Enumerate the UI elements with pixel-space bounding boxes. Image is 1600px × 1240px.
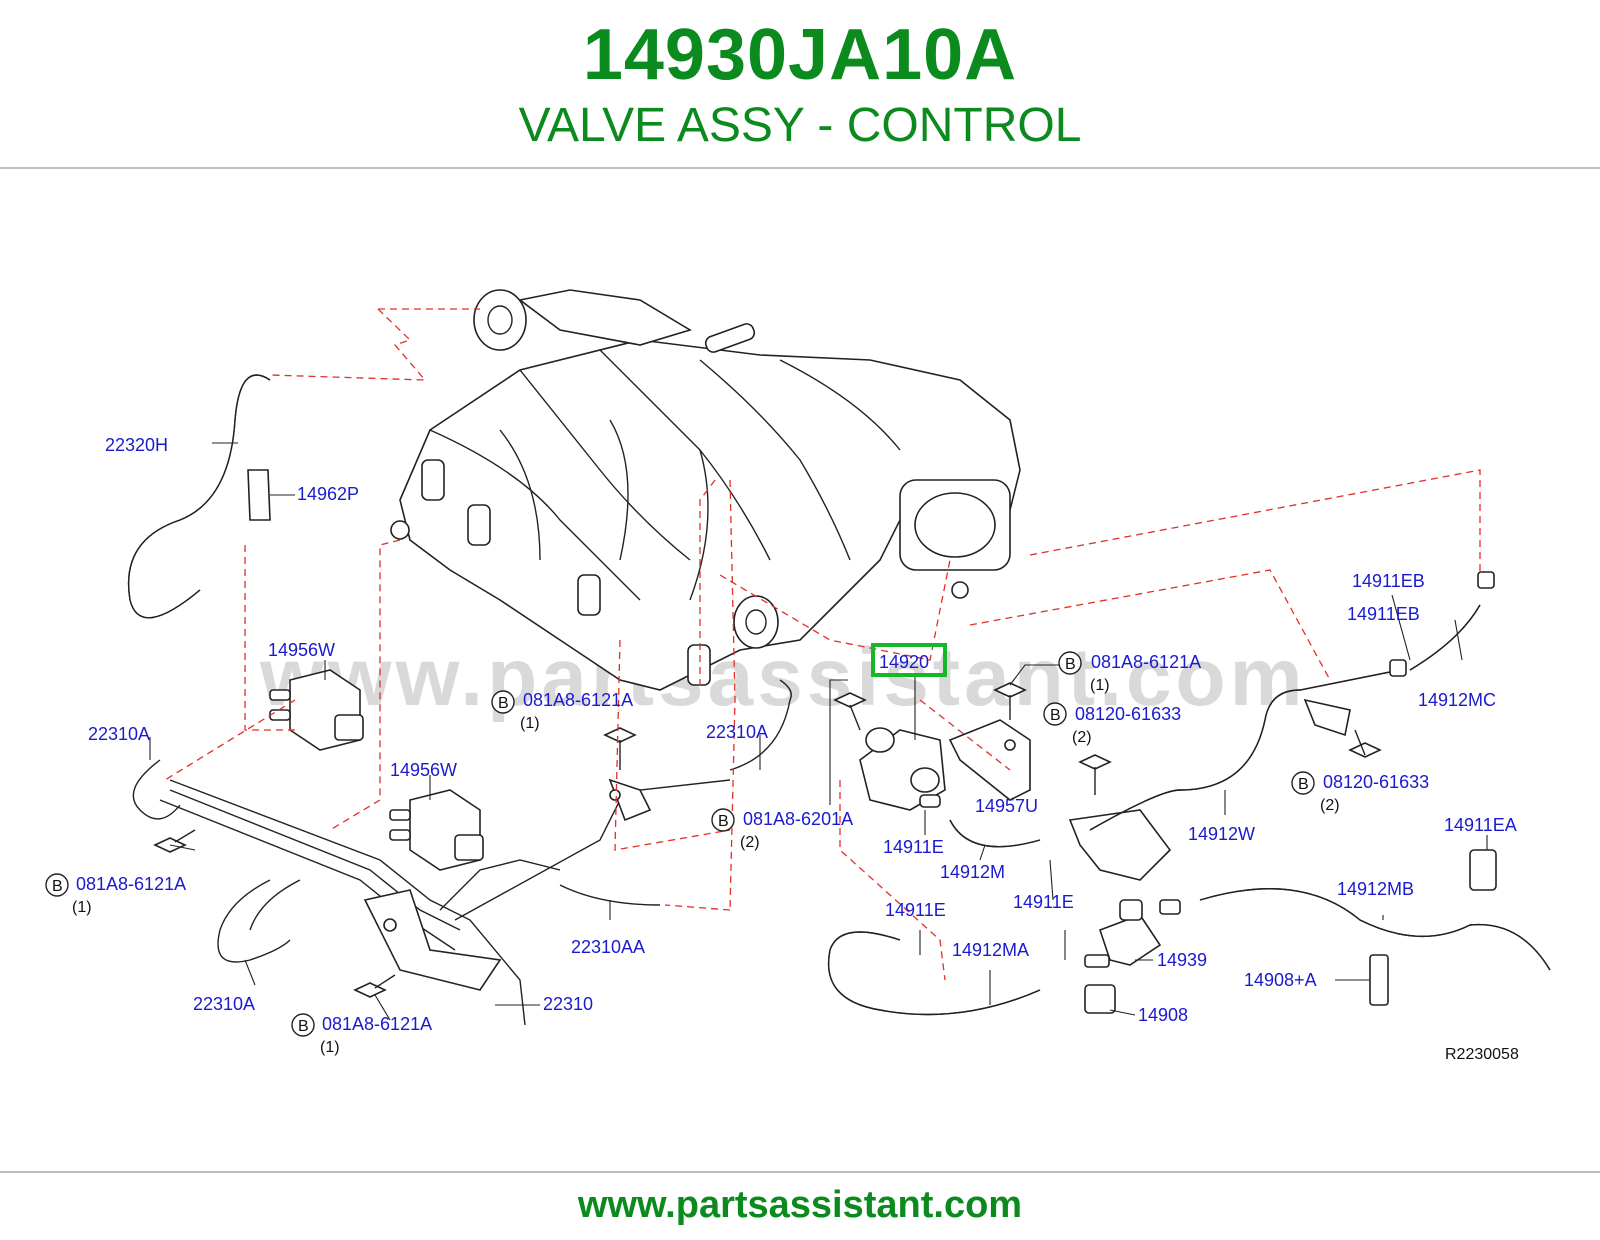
intake-manifold	[390, 289, 1021, 691]
label-08120-61633-right[interactable]: 08120-61633	[1323, 772, 1429, 792]
part-labels: 22320H 14962P 14956W 22310A 14956W 081A8…	[76, 435, 1517, 1034]
label-22310a-center[interactable]: 22310A	[706, 722, 768, 742]
header-divider	[0, 167, 1600, 169]
qty-label: (1)	[520, 715, 540, 732]
label-081a8-6121a-left[interactable]: 081A8-6121A	[76, 874, 186, 894]
label-14962p[interactable]: 14962P	[297, 484, 359, 504]
label-14912mc[interactable]: 14912MC	[1418, 690, 1496, 710]
highlight-box	[871, 643, 947, 677]
assembly-lines	[164, 308, 1481, 981]
label-22320h[interactable]: 22320H	[105, 435, 168, 455]
label-14956w-lower[interactable]: 14956W	[390, 760, 457, 780]
bolt-marker-b: B	[52, 878, 63, 895]
label-14911eb-lower[interactable]: 14911EB	[1347, 604, 1420, 624]
label-08120-61633-upper[interactable]: 08120-61633	[1075, 704, 1181, 724]
quantities: (1) (1) (1) (2) (1) (2) (2)	[72, 677, 1340, 1056]
label-22310a-bottom[interactable]: 22310A	[193, 994, 255, 1014]
qty-label: (2)	[740, 834, 760, 851]
watermark: www.partsassistant.com	[259, 632, 1307, 723]
parts-diagram: www.partsassistant.com	[45, 289, 1551, 1063]
label-14912ma[interactable]: 14912MA	[952, 940, 1029, 960]
solenoid-valve-upper	[269, 669, 364, 751]
page-header: 14930JA10A VALVE ASSY - CONTROL	[0, 0, 1600, 170]
label-14957u[interactable]: 14957U	[975, 796, 1038, 816]
bolt-marker-b: B	[718, 813, 729, 830]
part-title: VALVE ASSY - CONTROL	[518, 99, 1082, 152]
footer-url-link[interactable]: www.partsassistant.com	[577, 1184, 1023, 1226]
bolt-marker-b: B	[1298, 776, 1309, 793]
control-valve-assy	[859, 727, 946, 811]
label-14911e-upper[interactable]: 14911E	[883, 837, 944, 857]
qty-label: (1)	[72, 899, 92, 916]
canister-valve	[1084, 899, 1181, 968]
label-081a8-6121a-right[interactable]: 081A8-6121A	[1091, 652, 1201, 672]
label-22310a-left[interactable]: 22310A	[88, 724, 150, 744]
solenoid-valve-lower	[389, 789, 484, 871]
leader-lines	[149, 442, 1488, 1021]
label-14912w[interactable]: 14912W	[1188, 824, 1255, 844]
bolt-marker-b: B	[1050, 707, 1061, 724]
qty-label: (2)	[1072, 729, 1092, 746]
part-number: 14930JA10A	[582, 15, 1018, 95]
hoses	[127, 374, 1551, 1026]
footer-divider	[0, 1171, 1600, 1173]
bolt-marker-b: B	[298, 1018, 309, 1035]
label-081a8-6201a[interactable]: 081A8-6201A	[743, 809, 853, 829]
label-081a8-6121a-bottom[interactable]: 081A8-6121A	[322, 1014, 432, 1034]
qty-label: (1)	[1090, 677, 1110, 694]
label-14956w-upper[interactable]: 14956W	[268, 640, 335, 660]
label-14920[interactable]: 14920	[879, 652, 929, 672]
label-22310[interactable]: 22310	[543, 994, 593, 1014]
bolt-marker-b: B	[1065, 656, 1076, 673]
bolts	[153, 682, 1382, 998]
label-14939[interactable]: 14939	[1157, 950, 1207, 970]
label-14911e-lower[interactable]: 14911E	[885, 900, 946, 920]
label-22310aa[interactable]: 22310AA	[571, 937, 645, 957]
label-14908-a[interactable]: 14908+A	[1244, 970, 1317, 990]
label-14911e-right[interactable]: 14911E	[1013, 892, 1074, 912]
label-14912m[interactable]: 14912M	[940, 862, 1005, 882]
qty-label: (1)	[320, 1039, 340, 1056]
qty-label: (2)	[1320, 797, 1340, 814]
label-081a8-6121a-center[interactable]: 081A8-6121A	[523, 690, 633, 710]
label-14908[interactable]: 14908	[1138, 1005, 1188, 1025]
label-14912mb[interactable]: 14912MB	[1337, 879, 1414, 899]
label-14911ea[interactable]: 14911EA	[1444, 815, 1517, 835]
label-14911eb-upper[interactable]: 14911EB	[1352, 571, 1425, 591]
bolt-marker-b: B	[498, 695, 509, 712]
reference-code: R2230058	[1445, 1046, 1519, 1063]
bolt-markers: B B B B B B B	[45, 651, 1315, 1037]
